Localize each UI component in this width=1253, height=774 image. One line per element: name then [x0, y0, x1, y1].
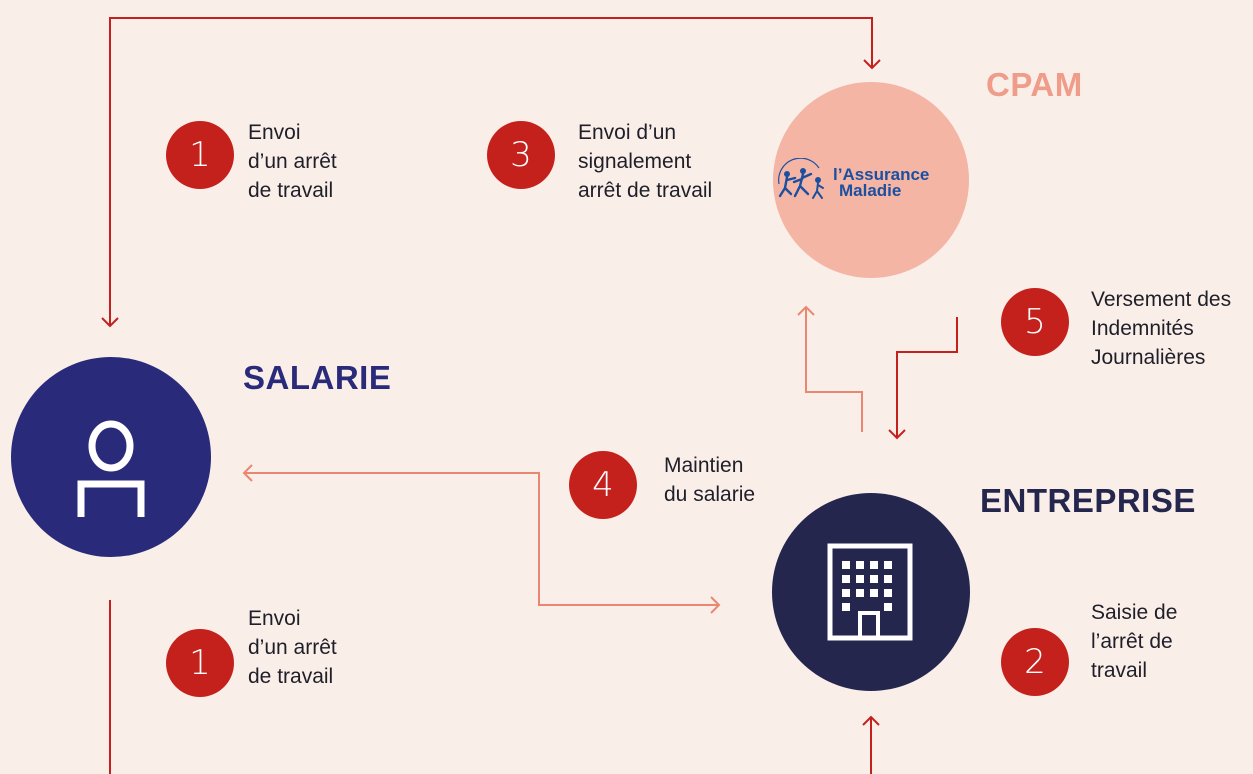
arrowhead-entreprise-to-cpam	[797, 305, 815, 316]
step-text-1: Envoi d’un arrêt de travail	[248, 121, 337, 202]
cpam-title: CPAM	[986, 66, 1083, 103]
step-text-4: Maintien du salarie	[664, 454, 756, 506]
arrowhead-maintien-left	[242, 464, 253, 482]
arrow-entreprise-to-cpam	[805, 307, 863, 432]
step-badge-5: 5	[1001, 288, 1069, 356]
arrowhead-maintien-right	[710, 596, 721, 614]
entreprise-circle	[772, 493, 970, 691]
arrowhead-to-cpam	[863, 59, 881, 70]
logo-line1: l’Assurance	[833, 165, 929, 184]
salarie-circle	[11, 357, 211, 557]
person-icon	[77, 420, 145, 517]
arrow-top-loop	[109, 17, 873, 325]
step-badge-1: 1	[166, 121, 234, 189]
building-icon	[827, 543, 913, 641]
assurance-maladie-logo: l’Assurance Maladie	[778, 158, 929, 200]
step-badge-3: 3	[487, 121, 555, 189]
arrow-maintien	[244, 472, 719, 606]
step-text-1b: Envoi d’un arrêt de travail	[248, 607, 337, 688]
arrowhead-entreprise-up	[862, 715, 880, 726]
step-badge-2: 2	[1001, 628, 1069, 696]
salarie-title: SALARIE	[243, 359, 392, 396]
step-text-3: Envoi d’un signalement arrêt de travail	[578, 121, 713, 202]
arrow-cpam-to-entreprise	[896, 317, 958, 438]
logo-line2: Maladie	[839, 181, 901, 200]
entreprise-title: ENTREPRISE	[980, 482, 1196, 519]
arrowhead-cpam-to-entreprise	[888, 429, 906, 440]
cpam-circle: l’Assurance Maladie	[773, 82, 969, 278]
step-badge-1b: 1	[166, 629, 234, 697]
arrowhead-to-salarie	[101, 317, 119, 328]
running-figures-icon	[778, 158, 824, 199]
step-badge-4: 4	[569, 451, 637, 519]
step-text-2: Saisie de l’arrêt de travail	[1091, 601, 1178, 682]
step-text-5: Versement des Indemnités Journalières	[1091, 288, 1232, 369]
